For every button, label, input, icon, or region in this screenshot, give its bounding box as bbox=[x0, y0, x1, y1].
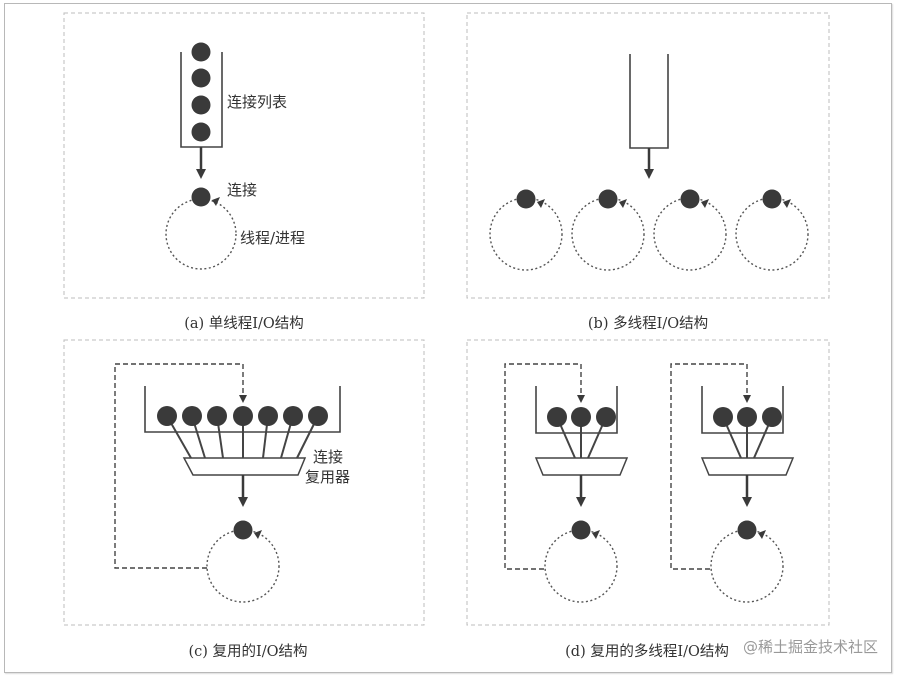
queued-connection bbox=[157, 406, 177, 426]
thread-worker bbox=[653, 189, 727, 271]
watermark: @稀土掘金技术社区 bbox=[743, 638, 878, 656]
feedback-arrowhead-icon bbox=[577, 395, 585, 403]
loop-arrowhead-icon bbox=[212, 197, 220, 206]
thread-loop bbox=[544, 529, 618, 603]
label-connection: 连接 bbox=[227, 181, 257, 199]
caption-c: (c) 复用的I/O结构 bbox=[188, 642, 307, 660]
caption-a: (a) 单线程I/O结构 bbox=[184, 315, 304, 332]
panel-b bbox=[489, 54, 809, 271]
thread-loop bbox=[735, 197, 809, 271]
active-connection bbox=[191, 187, 211, 207]
figure-frame bbox=[4, 3, 892, 673]
active-connection bbox=[233, 520, 253, 540]
active-connection bbox=[598, 189, 618, 209]
thread-loop bbox=[571, 197, 645, 271]
active-connection bbox=[680, 189, 700, 209]
queued-connection bbox=[191, 68, 211, 88]
loop-arrowhead-icon bbox=[758, 530, 766, 539]
thread-loop bbox=[489, 197, 563, 271]
connection-multiplexer bbox=[534, 457, 629, 476]
loop-arrowhead-icon bbox=[254, 530, 262, 539]
thread-loop bbox=[653, 197, 727, 271]
queued-connection bbox=[191, 42, 211, 62]
label-thread-process: 线程/进程 bbox=[240, 229, 305, 247]
panel-d bbox=[504, 363, 795, 603]
loop-arrowhead-icon bbox=[619, 199, 627, 208]
feedback-arrowhead-icon bbox=[239, 395, 247, 403]
loop-arrowhead-icon bbox=[701, 199, 709, 208]
thread-loop bbox=[710, 529, 784, 603]
panel-a: 连接列表 连接 线程/进程 bbox=[165, 42, 305, 270]
thread-worker bbox=[571, 189, 645, 271]
queued-connection bbox=[308, 406, 328, 426]
feedback-dashed-path bbox=[114, 363, 244, 569]
thread-loop bbox=[206, 529, 280, 603]
active-connection bbox=[516, 189, 536, 209]
queued-connection bbox=[233, 406, 253, 426]
label-connection-list: 连接列表 bbox=[227, 93, 287, 111]
queued-connection bbox=[258, 406, 278, 426]
mux-group bbox=[670, 363, 795, 603]
mux-group bbox=[504, 363, 629, 603]
queued-connection bbox=[283, 406, 303, 426]
active-connection bbox=[737, 520, 757, 540]
feedback-dashed-path bbox=[504, 363, 582, 570]
panel-b-border bbox=[466, 12, 830, 299]
panel-c: 连接 复用器 bbox=[114, 363, 350, 603]
queued-connection bbox=[762, 407, 782, 427]
queued-connection bbox=[191, 122, 211, 142]
label-mux-line1: 连接 bbox=[313, 448, 343, 466]
thread-worker bbox=[489, 189, 563, 271]
queued-connection bbox=[191, 95, 211, 115]
connection-queue bbox=[535, 386, 618, 434]
active-connection bbox=[571, 520, 591, 540]
panel-a-border bbox=[63, 12, 425, 299]
queued-connection bbox=[207, 406, 227, 426]
queued-connection bbox=[547, 407, 567, 427]
feedback-dashed-path bbox=[670, 363, 748, 570]
queued-connection bbox=[182, 406, 202, 426]
label-mux-line2: 复用器 bbox=[305, 468, 350, 486]
queued-connection bbox=[713, 407, 733, 427]
connection-queue bbox=[701, 386, 784, 434]
connection-queue bbox=[629, 54, 669, 149]
thread-loop bbox=[165, 198, 237, 270]
queued-connection bbox=[596, 407, 616, 427]
queued-connection bbox=[571, 407, 591, 427]
active-connection bbox=[762, 189, 782, 209]
loop-arrowhead-icon bbox=[537, 199, 545, 208]
connection-multiplexer bbox=[700, 457, 795, 476]
loop-arrowhead-icon bbox=[783, 199, 791, 208]
caption-d: (d) 复用的多线程I/O结构 bbox=[565, 642, 729, 660]
thread-worker bbox=[735, 189, 809, 271]
panel-d-border bbox=[466, 339, 830, 626]
loop-arrowhead-icon bbox=[592, 530, 600, 539]
connection-multiplexer bbox=[182, 457, 307, 476]
feedback-arrowhead-icon bbox=[743, 395, 751, 403]
queued-connection bbox=[737, 407, 757, 427]
caption-b: (b) 多线程I/O结构 bbox=[588, 315, 708, 332]
